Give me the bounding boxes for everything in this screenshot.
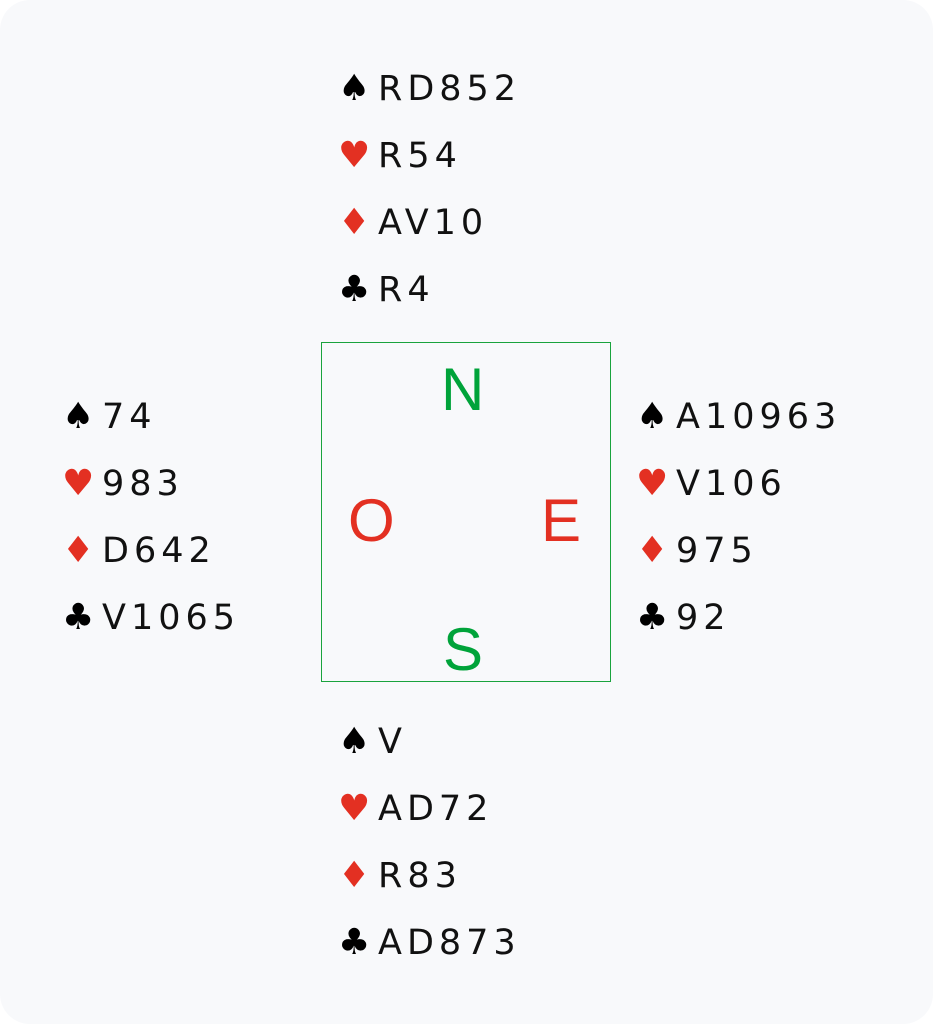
cards: AD873 xyxy=(378,923,521,963)
north-diamonds: ♦AV10 xyxy=(338,189,521,256)
west-diamonds: ♦D642 xyxy=(62,517,240,584)
heart-icon: ♥ xyxy=(62,463,95,504)
cards: R54 xyxy=(378,136,462,176)
heart-icon: ♥ xyxy=(338,135,371,176)
compass-north: N xyxy=(441,356,485,423)
east-spades: ♠A10963 xyxy=(636,383,841,450)
west-clubs: ♣V1065 xyxy=(62,584,240,651)
compass-east: E xyxy=(541,487,582,554)
diamond-icon: ♦ xyxy=(636,530,669,571)
hand-south: ♠V ♥AD72 ♦R83 ♣AD873 xyxy=(338,708,521,976)
cards: V xyxy=(378,722,407,762)
heart-icon: ♥ xyxy=(636,463,669,504)
cards: V106 xyxy=(676,464,787,504)
cards: R4 xyxy=(378,270,435,310)
club-icon: ♣ xyxy=(338,269,371,310)
cards: A10963 xyxy=(676,397,842,437)
heart-icon: ♥ xyxy=(338,788,371,829)
cards: 92 xyxy=(676,598,731,638)
club-icon: ♣ xyxy=(636,597,669,638)
south-spades: ♠V xyxy=(338,708,521,775)
diamond-icon: ♦ xyxy=(62,530,95,571)
cards: 975 xyxy=(676,531,758,571)
east-hearts: ♥V106 xyxy=(636,450,841,517)
spade-icon: ♠ xyxy=(62,396,95,437)
north-spades: ♠RD852 xyxy=(338,55,521,122)
cards: AV10 xyxy=(378,203,489,243)
south-hearts: ♥AD72 xyxy=(338,775,521,842)
cards: 983 xyxy=(102,464,184,504)
club-icon: ♣ xyxy=(338,922,371,963)
cards: D642 xyxy=(102,531,216,571)
north-hearts: ♥R54 xyxy=(338,122,521,189)
west-spades: ♠74 xyxy=(62,383,240,450)
hand-west: ♠74 ♥983 ♦D642 ♣V1065 xyxy=(62,383,240,651)
hand-east: ♠A10963 ♥V106 ♦975 ♣92 xyxy=(636,383,841,651)
hand-north: ♠RD852 ♥R54 ♦AV10 ♣R4 xyxy=(338,55,521,323)
south-clubs: ♣AD873 xyxy=(338,909,521,976)
cards: RD852 xyxy=(378,69,522,109)
compass-south: S xyxy=(443,616,484,683)
east-clubs: ♣92 xyxy=(636,584,841,651)
club-icon: ♣ xyxy=(62,597,95,638)
compass-box: N S O E xyxy=(321,342,611,682)
cards: 74 xyxy=(102,397,157,437)
cards: AD72 xyxy=(378,789,494,829)
compass-west: O xyxy=(348,487,395,554)
south-diamonds: ♦R83 xyxy=(338,842,521,909)
diamond-icon: ♦ xyxy=(338,202,371,243)
spade-icon: ♠ xyxy=(338,68,371,109)
cards: V1065 xyxy=(102,598,241,638)
north-clubs: ♣R4 xyxy=(338,256,521,323)
spade-icon: ♠ xyxy=(338,721,371,762)
west-hearts: ♥983 xyxy=(62,450,240,517)
cards: R83 xyxy=(378,856,462,896)
spade-icon: ♠ xyxy=(636,396,669,437)
east-diamonds: ♦975 xyxy=(636,517,841,584)
diamond-icon: ♦ xyxy=(338,855,371,896)
